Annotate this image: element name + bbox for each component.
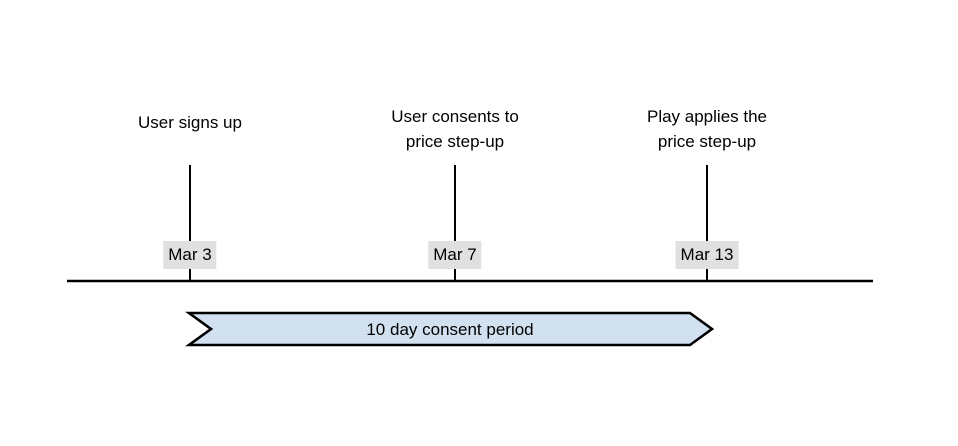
- event-label-apply: Play applies the price step-up: [647, 104, 767, 154]
- event-label-consent-line-2: price step-up: [405, 132, 505, 151]
- consent-period-banner-text: 10 day consent period: [366, 320, 534, 339]
- event-label-signup-line-1: User signs up: [138, 113, 242, 132]
- date-chip-signup-text: Mar 3: [168, 245, 212, 264]
- consent-period-banner-label: 10 day consent period: [366, 320, 533, 340]
- consent-period-banner-shape: [185, 311, 715, 347]
- date-chip-consent-text: Mar 7: [433, 245, 477, 264]
- event-label-apply-line-1: Play applies the: [646, 107, 768, 126]
- event-label-consent: User consents to price step-up: [391, 104, 519, 154]
- date-chip-apply: Mar 13: [675, 241, 739, 269]
- date-chip-consent: Mar 7: [428, 241, 482, 269]
- event-label-signup: User signs up: [138, 110, 242, 135]
- date-chip-apply-text: Mar 13: [680, 245, 734, 264]
- date-chip-signup: Mar 3: [163, 241, 217, 269]
- event-label-consent-line-1: User consents to: [391, 107, 519, 126]
- event-label-apply-line-2: price step-up: [657, 132, 757, 151]
